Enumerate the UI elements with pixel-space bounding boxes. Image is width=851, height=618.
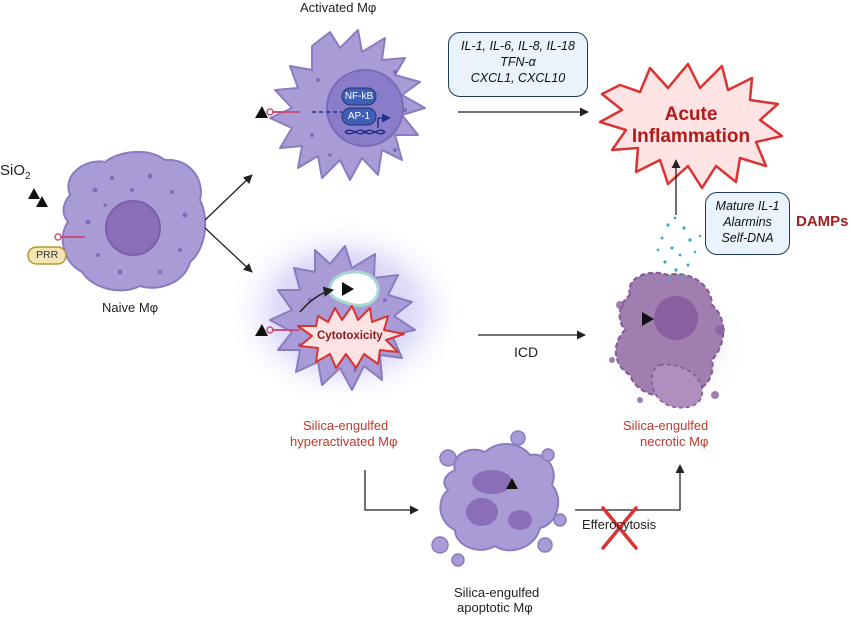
acute-line-2: Inflammation — [631, 126, 751, 147]
receptor-icon — [266, 326, 300, 334]
necrotic-macrophage — [609, 271, 725, 409]
silica-particle-icon — [28, 188, 48, 207]
phagosome — [328, 270, 380, 307]
silica-particle-icon — [255, 324, 268, 336]
flow-arrows — [204, 107, 685, 515]
apoptotic-macrophage — [431, 430, 567, 567]
cytokine-line-1: IL-1, IL-6, IL-8, IL-18 — [461, 39, 575, 53]
ap1-label: AP-1 — [347, 111, 371, 122]
sio2-label: SiO2 — [0, 162, 31, 182]
damps-line-2: Alarmins — [723, 215, 772, 229]
acute-inflammation-text: Acute Inflammation — [626, 104, 756, 148]
damps-line-1: Mature IL-1 — [715, 199, 780, 213]
nfkb-label: NF-kB — [344, 91, 374, 102]
cytokine-line-3: CXCL1, CXCL10 — [470, 71, 566, 85]
apoptotic-label-line1: Silica-engulfed — [454, 585, 540, 600]
prr-badge — [27, 246, 67, 265]
prr-label: PRR — [36, 249, 59, 261]
cytokine-line-2: TFN-α — [500, 55, 536, 69]
cytokine-box: IL-1, IL-6, IL-8, IL-18 TFN-α CXCL1, CXC… — [448, 32, 588, 97]
icd-label: ICD — [514, 344, 539, 360]
damps-line-3: Self-DNA — [721, 231, 774, 245]
hyperactivated-label-line1: Silica-engulfed — [303, 418, 389, 433]
receptor-icon — [266, 108, 300, 116]
silica-particle-icon — [255, 106, 268, 118]
necrotic-label-line2: necrotic Mφ — [640, 434, 709, 449]
efferocytosis-label: Efferocytosis — [582, 517, 657, 532]
naive-label: Naive Mφ — [102, 300, 159, 315]
ap1-pill — [341, 107, 377, 126]
activated-label: Activated Mφ — [300, 0, 377, 15]
acute-inflammation-burst — [598, 62, 784, 190]
damps-box: Mature IL-1 Alarmins Self-DNA — [705, 192, 790, 255]
receptor-icon — [54, 233, 85, 241]
cytotoxicity-label: Cytotoxicity — [317, 330, 383, 342]
necrotic-label-line1: Silica-engulfed — [623, 418, 709, 433]
cross-mark-icon — [601, 506, 638, 550]
cytotoxicity-burst — [297, 305, 405, 369]
nfkb-pill — [341, 87, 377, 106]
naive-macrophage — [61, 150, 207, 292]
damps-label: DAMPs — [796, 213, 849, 230]
hyperactivated-label-line2: hyperactivated Mφ — [290, 434, 398, 449]
acute-line-1: Acute — [664, 104, 718, 125]
apoptotic-label-line2: apoptotic Mφ — [457, 600, 533, 615]
dna-icon — [344, 113, 391, 135]
engulf-arrow — [299, 286, 335, 313]
debris-particles — [656, 216, 702, 282]
